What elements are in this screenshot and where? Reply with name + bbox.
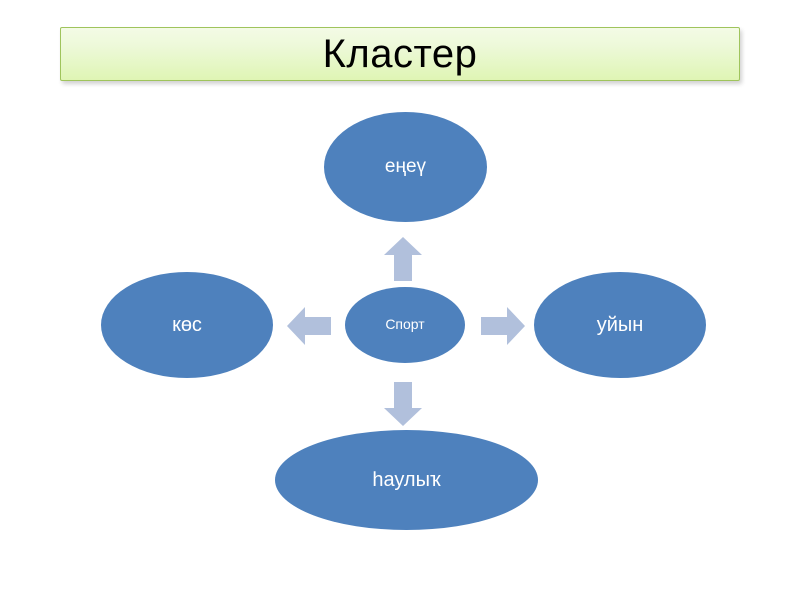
arrow-up-icon — [383, 236, 423, 282]
node-label-top: еңеү — [384, 155, 427, 177]
node-ellipse-top[interactable]: еңеү — [324, 112, 487, 222]
arrow-left-icon — [286, 306, 332, 346]
title-banner: Кластер — [60, 27, 740, 81]
node-label-center: Спорт — [385, 316, 425, 333]
arrow-down-icon — [383, 381, 423, 427]
page-title: Кластер — [322, 32, 478, 76]
node-ellipse-right[interactable]: уйын — [534, 272, 706, 378]
node-ellipse-center[interactable]: Спорт — [345, 287, 465, 363]
node-ellipse-left[interactable]: көс — [101, 272, 273, 378]
arrow-right-icon — [480, 306, 526, 346]
node-ellipse-bottom[interactable]: һаулыҡ — [275, 430, 538, 530]
node-label-left: көс — [172, 314, 202, 336]
node-label-bottom: һаулыҡ — [372, 469, 441, 491]
node-label-right: уйын — [596, 314, 644, 336]
